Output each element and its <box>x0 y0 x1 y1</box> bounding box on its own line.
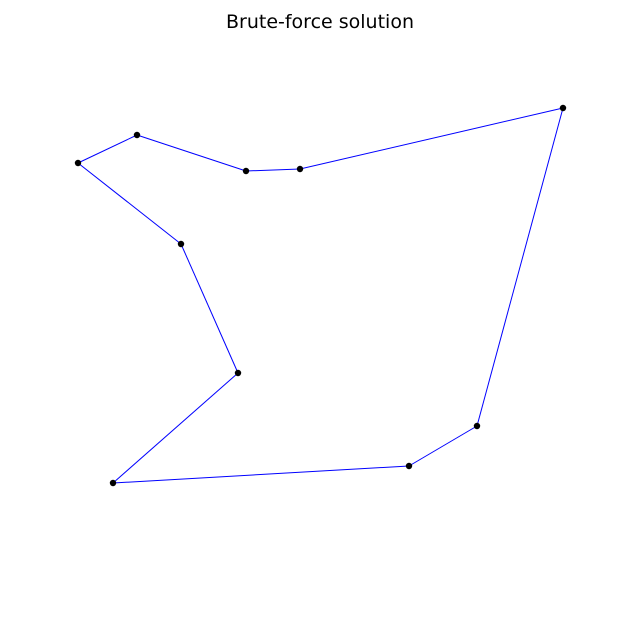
tour-edge <box>112 465 410 484</box>
tour-edge <box>476 107 564 427</box>
city-point <box>74 159 82 167</box>
tour-edge <box>112 372 239 484</box>
tour-edge <box>77 134 138 164</box>
tour-edge <box>408 425 478 467</box>
city-point <box>234 369 242 377</box>
tour-edge <box>180 243 239 374</box>
city-point <box>109 479 117 487</box>
city-point <box>405 462 413 470</box>
city-point <box>559 104 567 112</box>
tour-edge <box>77 162 182 245</box>
tour-edge <box>136 134 247 172</box>
chart-title: Brute-force solution <box>225 11 414 33</box>
tour-edge <box>299 107 564 170</box>
city-point <box>242 167 250 175</box>
city-point <box>133 131 141 139</box>
tour-edge <box>245 168 301 172</box>
city-point <box>177 240 185 248</box>
city-point <box>296 165 304 173</box>
city-point <box>473 422 481 430</box>
